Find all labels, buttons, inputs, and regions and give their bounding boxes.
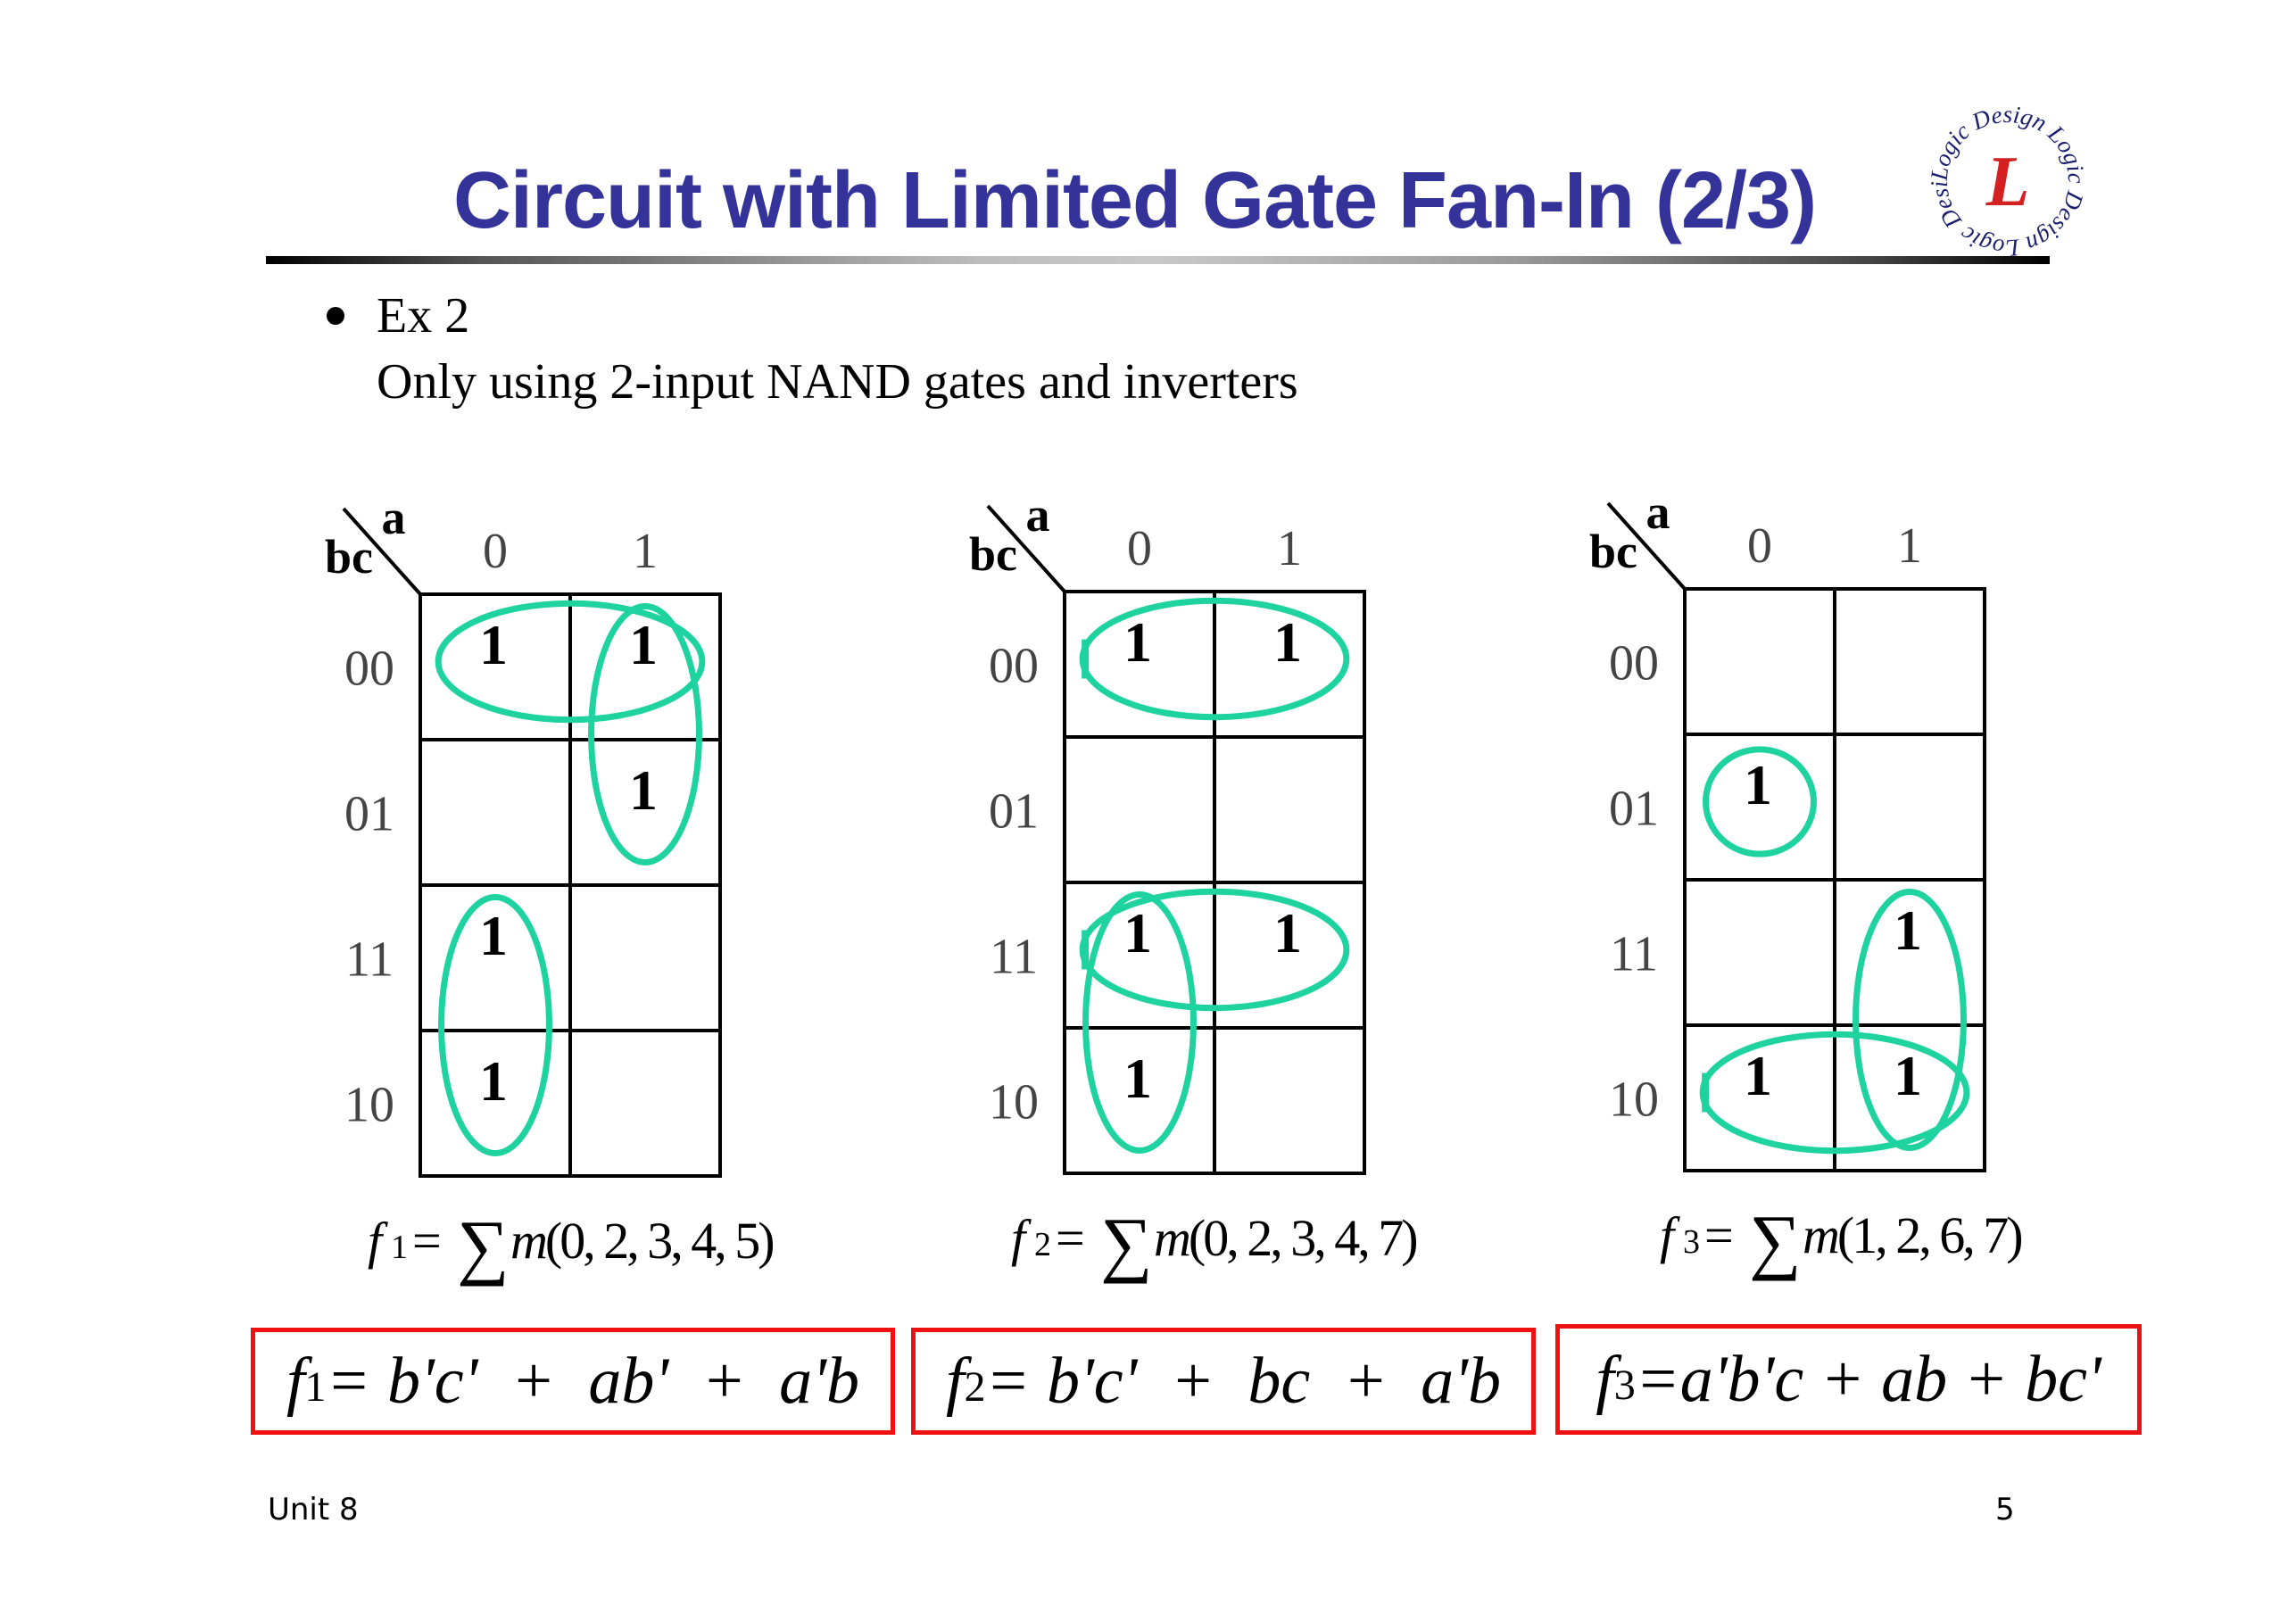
minterm-symbol: m: [1803, 1206, 1838, 1264]
kmap-cell-value: 1: [1123, 610, 1152, 674]
kmap-col-var: a: [1026, 488, 1050, 542]
kmap-diagonal: [986, 504, 1066, 593]
equals-sign: =: [412, 1212, 442, 1270]
kmap-cell-value: 1: [1273, 901, 1302, 965]
kmap-row-var: bc: [325, 530, 373, 584]
kmap-loop: [1082, 891, 1197, 1154]
kmap-col-label: 0: [483, 524, 508, 579]
kmap-loop: [588, 603, 702, 865]
kmap-col-label: 1: [1277, 521, 1302, 576]
kmap-row-label: 00: [344, 642, 394, 697]
kmap-cell-value: 1: [1273, 610, 1302, 674]
kmap-cell-value: 1: [629, 613, 658, 676]
minterm-indices: (1, 2, 6, 7): [1837, 1206, 2021, 1264]
kmap-loop: [1853, 889, 1967, 1151]
minterm-symbol: m: [1154, 1209, 1189, 1267]
minterm-list: m(0, 2, 3, 4, 5): [510, 1212, 773, 1270]
answer-rhs: = b'c' + ab' + a'b: [326, 1344, 860, 1418]
function-name: f: [1660, 1206, 1680, 1264]
kmap-cell-value: 1: [1894, 898, 1922, 962]
sigma-icon: ∑: [1100, 1203, 1152, 1284]
kmap-row-label: 01: [989, 784, 1039, 840]
kmap-col-label: 0: [1747, 518, 1772, 574]
kmap-cell-value: 1: [1744, 753, 1772, 816]
minterm-indices: (0, 2, 3, 4, 7): [1189, 1209, 1416, 1267]
kmap-cell-value: 1: [479, 904, 508, 967]
kmap-col-label: 1: [633, 524, 658, 579]
kmap-row-label: 10: [344, 1078, 394, 1133]
kmap-row-label: 00: [989, 639, 1039, 694]
bullet-icon: [327, 307, 344, 325]
function-name: f: [368, 1212, 388, 1270]
kmap-cell-value: 1: [629, 758, 658, 822]
kmap-row-label: 01: [344, 787, 394, 842]
example-label: Ex 2: [377, 288, 470, 344]
kmap-col-label: 0: [1127, 521, 1152, 576]
minterm-list: m(1, 2, 6, 7): [1803, 1206, 2021, 1264]
kmap-row-var: bc: [1589, 525, 1637, 578]
title-divider: [266, 256, 2050, 264]
minterm-indices: (0, 2, 3, 4, 5): [545, 1212, 773, 1270]
kmap-loop: [438, 894, 552, 1156]
slide-title: Circuit with Limited Gate Fan-In (2/3): [0, 152, 2296, 250]
answer-sub: 1: [304, 1362, 327, 1411]
answer-sub: 2: [964, 1362, 986, 1411]
equals-sign: =: [1056, 1209, 1085, 1267]
kmap-row-label: 11: [345, 932, 394, 988]
kmap-cell-value: 1: [479, 613, 508, 676]
answer-rhs: =a'b'c + ab + bc': [1635, 1342, 2101, 1416]
function-subscript: 2: [1034, 1226, 1051, 1263]
answer-lhs: f: [945, 1344, 965, 1418]
logic-design-logo-icon: Logic Design Logic Design Logic Design L: [1927, 105, 2088, 257]
kmap-row-label: 11: [990, 930, 1038, 985]
answer-lhs: f: [1596, 1342, 1614, 1416]
equals-sign: =: [1704, 1206, 1734, 1264]
kmap-loop: [435, 600, 706, 724]
kmap-row-label: 00: [1609, 636, 1659, 691]
kmap-diagonal: [1606, 501, 1687, 591]
kmap-col-var: a: [1646, 485, 1670, 539]
kmap-cell-value: 1: [1894, 1044, 1922, 1107]
kmap-row-label: 01: [1609, 782, 1659, 837]
function-name: f: [1011, 1209, 1032, 1267]
sigma-icon: ∑: [457, 1205, 509, 1287]
answer-rhs: = b'c' + bc + a'b: [985, 1344, 1502, 1418]
function-subscript: 1: [391, 1229, 408, 1266]
function-subscript: 3: [1683, 1223, 1700, 1261]
kmap-cell-value: 1: [479, 1049, 508, 1113]
logo-monogram: L: [1985, 143, 2030, 221]
kmap-row-label: 10: [1609, 1072, 1659, 1128]
kmap-col-var: a: [382, 491, 406, 544]
page-number: 5: [1995, 1492, 2015, 1528]
kmap-row-var: bc: [969, 527, 1017, 581]
kmap-cell-value: 1: [1123, 1047, 1152, 1110]
kmap-cell-value: 1: [1123, 901, 1152, 965]
kmap-cell-value: 1: [1744, 1044, 1772, 1107]
minterm-list: m(0, 2, 3, 4, 7): [1154, 1209, 1416, 1267]
kmap-loop: [1703, 746, 1817, 857]
example-description: Only using 2-input NAND gates and invert…: [377, 354, 1298, 410]
kmap-diagonal: [342, 507, 422, 596]
slide-title-text: Circuit with Limited Gate Fan-In (2/3): [452, 156, 1817, 245]
footer-unit-label: Unit 8: [268, 1492, 359, 1528]
answer-sub: 3: [1613, 1361, 1636, 1409]
kmap-row-label: 11: [1610, 927, 1658, 982]
minterm-symbol: m: [510, 1212, 546, 1270]
kmap-col-label: 1: [1897, 518, 1922, 574]
sigma-icon: ∑: [1749, 1200, 1801, 1281]
kmap-row-label: 10: [989, 1075, 1039, 1130]
answer-lhs: f: [286, 1344, 305, 1418]
